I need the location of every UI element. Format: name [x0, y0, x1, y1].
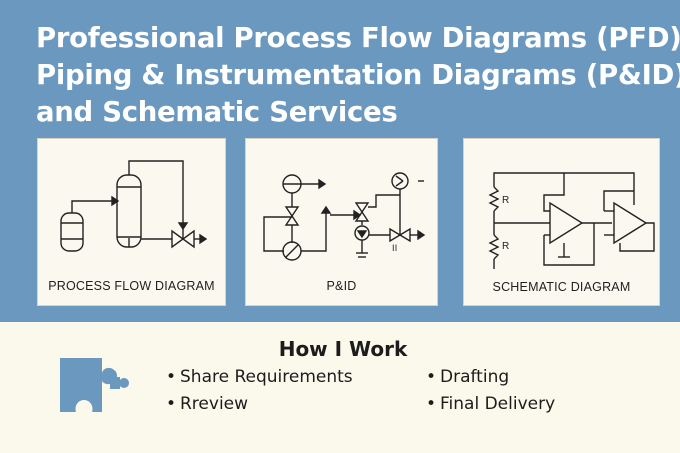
schematic-illustration-icon	[488, 172, 655, 269]
step-review: •Rreview	[166, 394, 248, 414]
step-bullet: •	[426, 394, 437, 414]
step-final-delivery: •Final Delivery	[426, 394, 555, 414]
step-bullet: •	[166, 367, 177, 387]
how-i-work-section: How I Work •Share Requirements •Drafting…	[0, 322, 680, 453]
step-label: Final Delivery	[440, 394, 556, 414]
step-share-requirements: •Share Requirements	[166, 367, 353, 387]
pid-tag: II	[392, 243, 398, 253]
schematic-card-label: SCHEMATIC DIAGRAM	[492, 280, 631, 294]
headline: Professional Process Flow Diagrams (PFD)…	[36, 20, 680, 131]
step-label: Share Requirements	[180, 367, 353, 387]
schematic-resistor-label-2: R	[502, 241, 510, 252]
puzzle-piece-icon	[60, 358, 129, 412]
pid-illustration-icon	[263, 172, 426, 261]
headline-line-3: and Schematic Services	[36, 96, 398, 128]
headline-line-1: Professional Process Flow Diagrams (PFD)…	[36, 22, 680, 54]
step-label: Rreview	[180, 394, 249, 414]
pfd-illustration-icon	[60, 160, 208, 252]
pid-card-label: P&ID	[326, 279, 357, 293]
schematic-resistor-label-1: R	[502, 195, 510, 206]
pid-card: II P&ID	[245, 138, 438, 306]
step-drafting: •Drafting	[426, 367, 509, 387]
step-bullet: •	[166, 394, 177, 414]
step-label: Drafting	[440, 367, 510, 387]
step-bullet: •	[426, 367, 437, 387]
schematic-card: R R SCHEMATIC DIAGRAM	[463, 138, 660, 306]
pfd-card-label: PROCESS FLOW DIAGRAM	[48, 279, 215, 293]
pfd-card: PROCESS FLOW DIAGRAM	[37, 138, 226, 306]
headline-line-2: Piping & Instrumentation Diagrams (P&ID)	[36, 59, 680, 91]
banner: Professional Process Flow Diagrams (PFD)…	[0, 0, 680, 322]
how-i-work-title: How I Work	[278, 337, 408, 361]
